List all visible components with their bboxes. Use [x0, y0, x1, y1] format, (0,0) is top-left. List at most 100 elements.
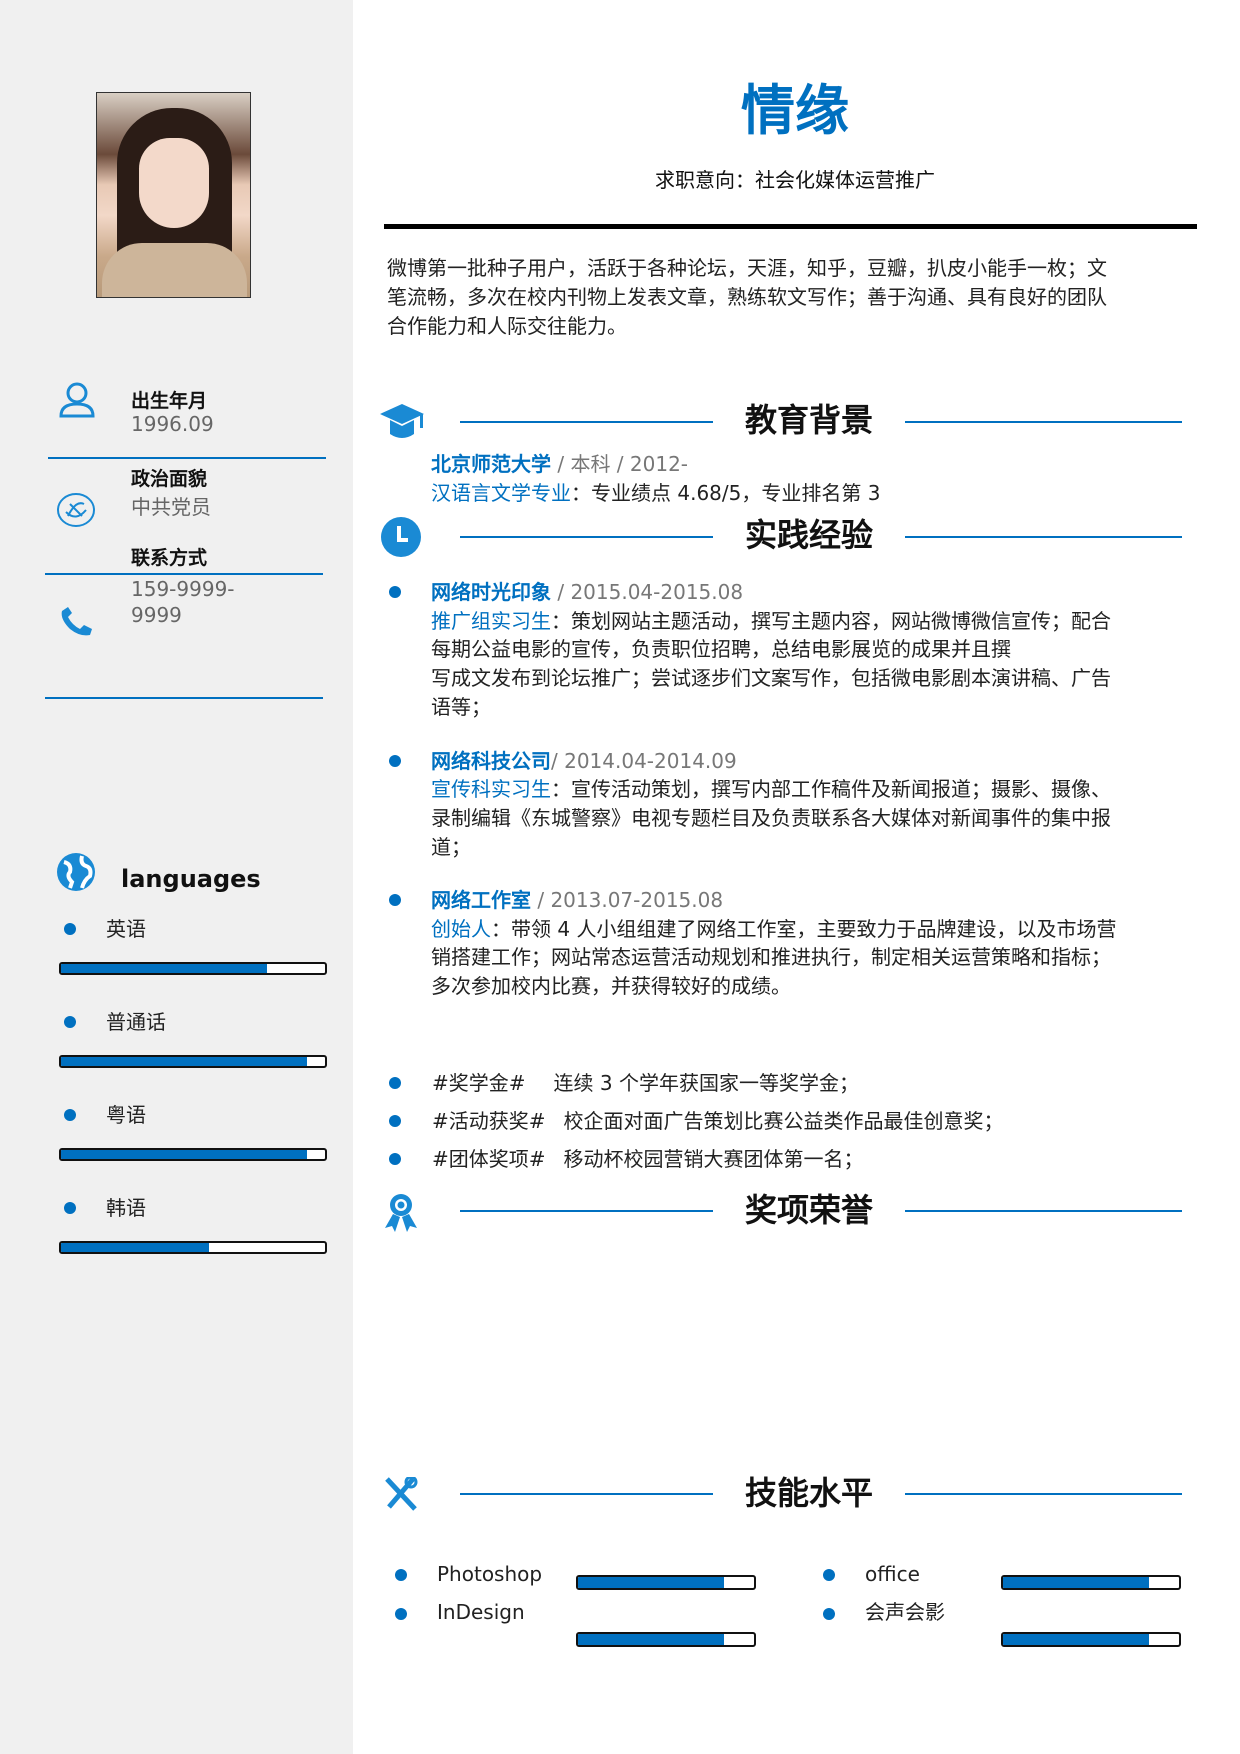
section-title-awards: 奖项荣誉: [713, 1190, 905, 1232]
skill-level-bar: [576, 1575, 756, 1590]
level-fill: [578, 1577, 725, 1588]
birth-value: 1996.09: [131, 412, 214, 436]
section-line: [460, 1493, 713, 1495]
education-detail: ：专业绩点 4.68/5，专业排名第 3: [571, 481, 881, 505]
skill-level-bar: [576, 1632, 756, 1647]
section-line: [905, 1493, 1182, 1495]
bullet: [395, 1569, 407, 1581]
period: / 2014.04-2014.09: [551, 749, 737, 773]
contact-label: 联系方式: [131, 547, 208, 569]
section-title-experience: 实践经验: [713, 515, 905, 557]
description-line: 每期公益电影的宣传，负责职位招聘，总结电影展览的成果并且撰: [431, 637, 1011, 661]
award-text: 移动杯校园营销大赛团体第一名；: [563, 1147, 864, 1171]
bullet: [389, 894, 401, 906]
school-name: 北京师范大学: [431, 452, 551, 476]
skill-name: InDesign: [437, 1600, 525, 1624]
description-line: ：策划网站主题活动，撰写主题内容，网站微博微信宣传；配合: [551, 609, 1111, 633]
company-name: 网络科技公司: [431, 749, 551, 773]
company-name: 网络时光印象: [431, 580, 551, 604]
phone-value-line1: 159-9999-: [131, 577, 235, 601]
bullet: [64, 1109, 76, 1121]
section-title-education: 教育背景: [713, 400, 905, 442]
language-name: 韩语: [106, 1196, 146, 1220]
description-line: 语等；: [431, 695, 491, 719]
bullet: [64, 1016, 76, 1028]
skill-name: office: [865, 1562, 920, 1586]
role: 宣传科实习生: [431, 777, 551, 801]
level-fill: [61, 1243, 209, 1252]
bullet: [823, 1569, 835, 1581]
bullet: [64, 923, 76, 935]
globe-icon: [57, 853, 95, 891]
clock-icon: [381, 517, 421, 557]
description-line: 多次参加校内比赛，并获得较好的成绩。: [431, 974, 791, 998]
graduation-cap-icon: [380, 404, 424, 438]
sidebar: 出生年月 1996.09 政治面貌 中共党员 联系方式 159-9999- 99…: [0, 0, 353, 1754]
education-meta: / 本科 / 2012-: [551, 452, 689, 476]
period: / 2015.04-2015.08: [551, 580, 744, 604]
candidate-name: 情缘: [741, 79, 849, 142]
award-text: 连续 3 个学年获国家一等奖学金；: [553, 1071, 859, 1095]
divider: [45, 697, 323, 699]
bullet: [389, 1153, 401, 1165]
languages-title: languages: [121, 865, 261, 893]
description-line: 录制编辑《东城警察》电视专题栏目及负责联系各大媒体对新闻事件的集中报: [431, 806, 1111, 830]
language-level-bar: [59, 962, 327, 975]
award-text: 校企面对面广告策划比赛公益类作品最佳创意奖；: [563, 1109, 1004, 1133]
tools-icon: [385, 1477, 418, 1511]
skill-level-bar: [1001, 1575, 1181, 1590]
period: / 2013.07-2015.08: [531, 888, 724, 912]
language-level-bar: [59, 1241, 327, 1254]
level-fill: [61, 1150, 307, 1159]
language-name: 英语: [106, 917, 146, 941]
summary-line: 笔流畅，多次在校内刊物上发表文章，熟练软文写作；善于沟通、具有良好的团队: [387, 285, 1107, 309]
divider: [48, 457, 326, 459]
profile-photo: [96, 92, 251, 298]
bullet: [389, 755, 401, 767]
divider: [45, 573, 323, 575]
award-tag: #活动获奖#: [432, 1109, 546, 1133]
summary-line: 微博第一批种子用户，活跃于各种论坛，天涯，知乎，豆瓣，扒皮小能手一枚；文: [387, 256, 1107, 280]
description-line: 道；: [431, 835, 471, 859]
bullet: [389, 1077, 401, 1089]
skill-name: 会声会影: [865, 1600, 945, 1624]
skill-name: Photoshop: [437, 1562, 543, 1586]
role: 创始人: [431, 917, 491, 941]
summary-line: 合作能力和人际交往能力。: [387, 314, 627, 338]
award-tag: #团体奖项#: [432, 1147, 546, 1171]
level-fill: [1003, 1577, 1150, 1588]
skill-level-bar: [1001, 1632, 1181, 1647]
section-title-skills: 技能水平: [713, 1473, 905, 1515]
politics-label: 政治面貌: [131, 468, 208, 490]
bullet: [64, 1202, 76, 1214]
description-line: ：宣传活动策划，撰写内部工作稿件及新闻报道；摄影、摄像、: [551, 777, 1111, 801]
description-line: 销搭建工作；网站常态运营活动规划和推进执行，制定相关运营策略和指标；: [431, 945, 1111, 969]
section-line: [460, 421, 713, 423]
section-line: [460, 1210, 713, 1212]
politics-value: 中共党员: [131, 495, 211, 519]
description-line: 写成文发布到论坛推广；尝试逐步们文案写作，包括微电影剧本演讲稿、广告: [431, 666, 1111, 690]
bullet: [395, 1608, 407, 1620]
language-name: 粤语: [106, 1103, 146, 1127]
user-icon: [59, 382, 95, 418]
level-fill: [578, 1634, 725, 1645]
phone-icon: [61, 607, 92, 636]
bullet: [823, 1608, 835, 1620]
party-emblem-icon: [57, 493, 95, 527]
section-line: [905, 421, 1182, 423]
language-level-bar: [59, 1148, 327, 1161]
description-line: ：带领 4 人小组组建了网络工作室，主要致力于品牌建设，以及市场营: [491, 917, 1117, 941]
bullet: [389, 1115, 401, 1127]
bullet: [389, 586, 401, 598]
job-objective: 求职意向：社会化媒体运营推广: [655, 168, 935, 192]
award-ribbon-icon: [385, 1194, 417, 1232]
major: 汉语言文学专业: [431, 481, 571, 505]
level-fill: [61, 964, 267, 973]
header-divider: [384, 224, 1197, 229]
level-fill: [61, 1057, 307, 1066]
section-line: [905, 1210, 1182, 1212]
award-tag: #奖学金#: [432, 1071, 526, 1095]
level-fill: [1003, 1634, 1150, 1645]
language-level-bar: [59, 1055, 327, 1068]
birth-label: 出生年月: [131, 390, 208, 412]
